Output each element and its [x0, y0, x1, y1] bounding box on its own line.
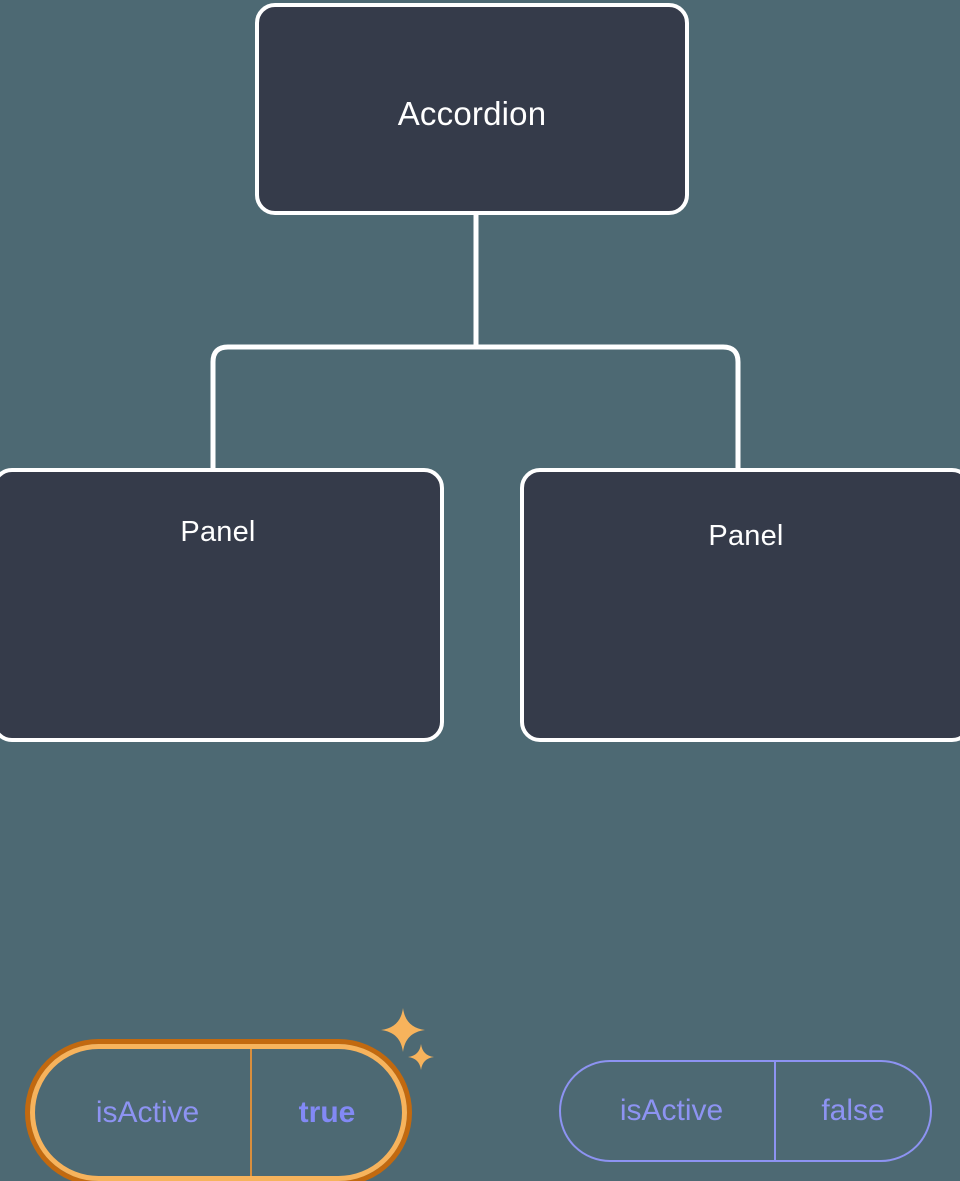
prop-key-label: isActive: [619, 1094, 724, 1127]
node-panel-inactive-title: Panel: [708, 520, 784, 552]
prop-pill-isactive-false[interactable]: isActive false: [559, 1060, 932, 1162]
prop-value-label: false: [774, 1062, 930, 1160]
node-panel-active-title: Panel: [180, 516, 256, 548]
prop-pill-isactive-true[interactable]: isActive true: [30, 1044, 407, 1181]
node-panel-active[interactable]: Panel isActive true: [0, 468, 444, 1181]
prop-key-label: isActive: [95, 1095, 200, 1129]
node-panel-inactive[interactable]: Panel isActive false: [520, 468, 960, 1162]
component-tree-diagram: Accordion Panel isActive true Panel isAc…: [0, 3, 960, 1181]
sparkle-small-icon: [408, 1044, 434, 1070]
sparkle-large-icon: [381, 1008, 425, 1052]
connector-branch-bus: [210, 344, 741, 468]
node-accordion[interactable]: Accordion: [255, 3, 689, 215]
node-accordion-title: Accordion: [397, 95, 547, 132]
prop-value-label: true: [250, 1049, 402, 1176]
